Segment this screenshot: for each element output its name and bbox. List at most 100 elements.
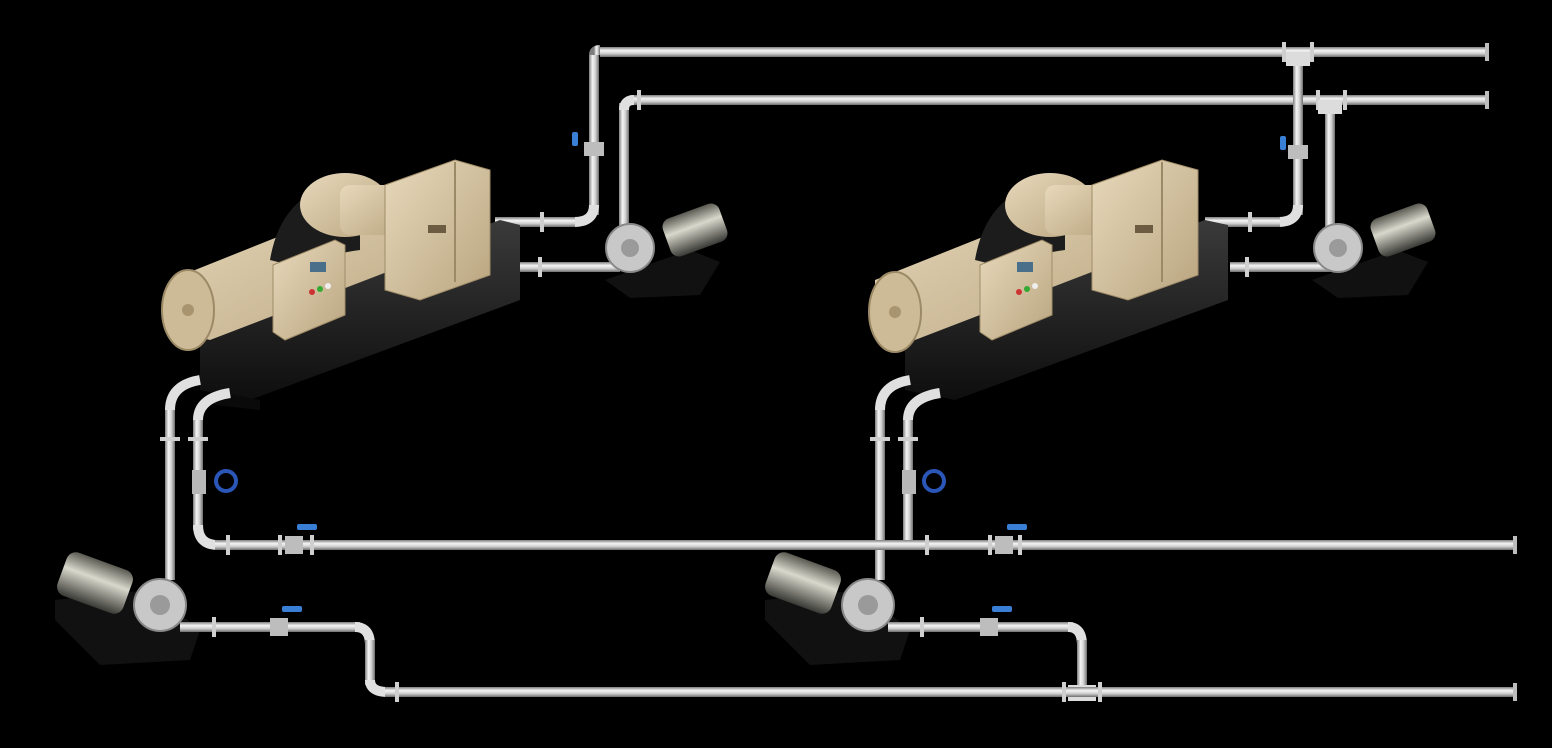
outlet-pipe (520, 262, 620, 272)
pipe-end-cap (1485, 43, 1489, 61)
right-system (765, 52, 1517, 701)
pipe-end-cap (1485, 91, 1489, 109)
pipe-elbow (903, 388, 941, 421)
riser-pipe (589, 45, 601, 56)
outlet-pipe (1230, 262, 1330, 272)
end-plate-bolt (889, 306, 901, 318)
top-header-pipes (600, 42, 1489, 110)
pipe-elbow (193, 388, 231, 421)
pipe-flange (395, 682, 399, 702)
pipe-flange (1343, 90, 1347, 110)
mid-header-pipe (875, 540, 1515, 550)
pipe-flange (310, 535, 314, 555)
gate-valve-wheel-icon (214, 469, 238, 493)
pipe-flange (1018, 535, 1022, 555)
end-plate-bolt (182, 304, 194, 316)
ball-valve-handle-icon (282, 606, 302, 612)
pipe-flange (160, 437, 180, 441)
bottom-header-pipes (385, 682, 1517, 702)
pump-base (605, 250, 720, 298)
pipe-flange (212, 617, 216, 637)
pipe-flange (988, 535, 992, 555)
outlet-pipe (1205, 217, 1280, 227)
drop-pipe (365, 640, 375, 685)
ball-valve-body (1288, 145, 1308, 159)
pipe-flange (920, 617, 924, 637)
pipe-flange (278, 535, 282, 555)
indicator-light (317, 286, 323, 292)
pipe-flange (1310, 42, 1314, 62)
ball-valve-body (270, 618, 288, 636)
pipe-flange (1098, 682, 1102, 702)
pipe-flange (226, 535, 230, 555)
pipe-elbow (875, 375, 912, 411)
pipe-flange (188, 437, 208, 441)
indicator-light (1016, 289, 1022, 295)
mid-header-pipe (215, 540, 875, 550)
indicator-light (309, 289, 315, 295)
ball-valve-body (995, 536, 1013, 554)
pipe-elbow (619, 95, 635, 111)
vent-grille (428, 225, 446, 233)
indicator-light (325, 283, 331, 289)
pipe-elbow (165, 375, 202, 411)
riser-pipe (589, 55, 599, 215)
panel-display (1017, 262, 1033, 272)
outlet-pipe (495, 217, 575, 227)
pipe-flange (898, 437, 918, 441)
pipe-flange (540, 212, 544, 232)
pipe-flange (637, 90, 641, 110)
pipe-end-cap (1513, 683, 1517, 701)
pipe-flange (925, 535, 929, 555)
indicator-light (1032, 283, 1038, 289)
ball-valve-body (285, 536, 303, 554)
riser-pipe (619, 103, 629, 233)
return-header-pipe (630, 95, 1488, 105)
pipe-tee (1286, 52, 1310, 66)
down-pipe (875, 410, 885, 580)
drop-pipe (1077, 640, 1087, 690)
pump-motor (765, 552, 841, 614)
panel-display (310, 262, 326, 272)
bottom-header-pipe (385, 687, 1515, 697)
pump-motor (1370, 203, 1436, 257)
pipe-flange (1062, 682, 1066, 702)
left-system (55, 45, 875, 697)
pipe-elbow (193, 524, 219, 550)
pump-motor (662, 203, 728, 257)
ball-valve-handle-icon (297, 524, 317, 530)
indicator-light (1024, 286, 1030, 292)
pipe-flange (538, 257, 542, 277)
pipe-flange (1245, 257, 1249, 277)
ball-valve-handle-icon (1280, 136, 1286, 150)
control-panel (272, 239, 346, 341)
supply-header-pipe (600, 47, 1488, 57)
ball-valve-handle-icon (572, 132, 578, 146)
pipe-flange (1282, 42, 1286, 62)
riser-pipe (1325, 103, 1335, 228)
riser-pipe (1293, 55, 1303, 215)
control-panel (979, 239, 1053, 341)
pump-base (1312, 250, 1428, 298)
pipe-tee (1318, 100, 1342, 114)
pump-volute-eye (150, 595, 170, 615)
pipe-flange (1248, 212, 1252, 232)
pump-motor (57, 552, 133, 614)
pipe-flange (870, 437, 890, 441)
gate-valve-body (192, 470, 206, 494)
pump-volute-eye (858, 595, 878, 615)
ball-valve-handle-icon (1007, 524, 1027, 530)
ball-valve-handle-icon (992, 606, 1012, 612)
gate-valve-wheel-icon (922, 469, 946, 493)
ball-valve-body (584, 142, 604, 156)
ball-valve-body (980, 618, 998, 636)
pipe-elbow (573, 204, 599, 227)
pump-volute-eye (621, 239, 639, 257)
pipe-end-cap (1513, 536, 1517, 554)
gate-valve-body (902, 470, 916, 494)
vent-grille (1135, 225, 1153, 233)
down-pipe (165, 410, 175, 580)
pump-volute-eye (1329, 239, 1347, 257)
